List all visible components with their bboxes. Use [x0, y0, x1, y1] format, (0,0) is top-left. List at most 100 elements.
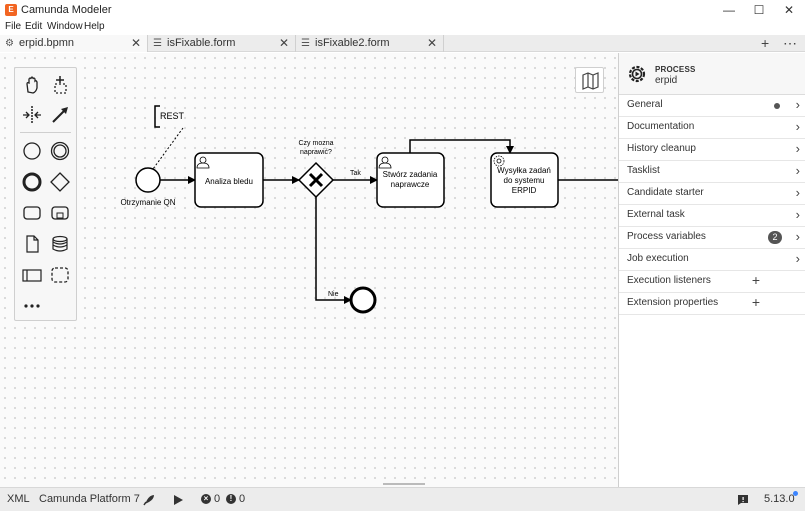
task-label: Stwórz zadania: [383, 170, 438, 179]
sequence-flow-no[interactable]: [315, 197, 352, 304]
end-event[interactable]: [349, 286, 377, 314]
group-general[interactable]: General ›: [619, 95, 805, 117]
annotation-association: [152, 127, 184, 170]
pool-icon[interactable]: [19, 262, 45, 288]
bpmn-diagram: REST Otrzymanie QN Analiza bledu Czy moz…: [120, 105, 618, 485]
group-candidate-starter[interactable]: Candidate starter ›: [619, 183, 805, 205]
group-label: Documentation: [627, 121, 695, 132]
user-task-icon: [378, 156, 392, 169]
add-extension-property-button[interactable]: +: [751, 294, 760, 310]
gear-icon: ⚙: [5, 38, 14, 49]
menu-file[interactable]: File: [5, 21, 22, 32]
start-event[interactable]: [135, 167, 161, 193]
chevron-right-icon: ›: [795, 97, 800, 112]
status-bar: XML Camunda Platform 7 × 0 ! 0 5.13.0: [0, 487, 805, 511]
flow-yes-label: Tak: [350, 170, 361, 177]
count-badge: 2: [768, 231, 782, 244]
menu-help[interactable]: Help: [84, 21, 105, 32]
text-annotation[interactable]: REST: [154, 105, 185, 128]
chevron-right-icon: ›: [795, 163, 800, 178]
menu-window[interactable]: Window: [47, 21, 83, 32]
group-process-variables[interactable]: Process variables 2 ›: [619, 227, 805, 249]
tab-bar: ⚙ erpid.bpmn ✕ ☰ isFixable.form ✕ ☰ isFi…: [0, 35, 805, 52]
lasso-tool-icon[interactable]: [47, 72, 73, 98]
group-documentation[interactable]: Documentation ›: [619, 117, 805, 139]
group-label: Process variables: [627, 231, 706, 242]
element-name: erpid: [655, 75, 678, 86]
start-instance-play-icon[interactable]: [172, 494, 184, 506]
group-tasklist[interactable]: Tasklist ›: [619, 161, 805, 183]
tab-label: isFixable2.form: [315, 37, 390, 49]
tab-isfixable-form[interactable]: ☰ isFixable.form ✕: [148, 35, 296, 52]
xml-toggle[interactable]: XML: [7, 493, 30, 505]
group-history-cleanup[interactable]: History cleanup ›: [619, 139, 805, 161]
platform-selector[interactable]: Camunda Platform 7: [39, 493, 140, 505]
update-dot: [793, 491, 798, 496]
group-label: Extension properties: [627, 297, 719, 308]
group-icon[interactable]: [47, 262, 73, 288]
gateway-icon[interactable]: [47, 169, 73, 195]
task-stworz-zadania[interactable]: Stwórz zadania naprawcze: [376, 152, 445, 208]
minimap-toggle-button[interactable]: [575, 67, 604, 93]
sequence-flow[interactable]: [409, 139, 514, 154]
tab-isfixable2-form[interactable]: ☰ isFixable2.form ✕: [296, 35, 444, 52]
add-tab-button[interactable]: +: [761, 35, 770, 51]
feedback-icon[interactable]: [737, 494, 749, 506]
task-icon[interactable]: [19, 200, 45, 226]
menu-bar: File Edit Window Help: [0, 20, 805, 35]
chevron-right-icon: ›: [795, 141, 800, 156]
close-tab-icon[interactable]: ✕: [426, 36, 437, 50]
map-icon: [582, 72, 599, 90]
space-tool-icon[interactable]: [19, 102, 45, 128]
tab-erpid-bpmn[interactable]: ⚙ erpid.bpmn ✕: [0, 35, 148, 52]
palette-divider: [20, 132, 71, 133]
element-type: PROCESS: [655, 65, 696, 74]
start-event-icon[interactable]: [19, 138, 45, 164]
add-listener-button[interactable]: +: [751, 272, 760, 288]
group-label: Candidate starter: [627, 187, 704, 198]
close-tab-icon[interactable]: ✕: [130, 36, 141, 50]
gateway-label: Czy mozna: [298, 140, 333, 147]
deploy-rocket-icon[interactable]: [142, 493, 156, 507]
close-tab-icon[interactable]: ✕: [278, 36, 289, 50]
task-label: Analiza bledu: [205, 177, 253, 186]
group-label: External task: [627, 209, 685, 220]
group-extension-properties[interactable]: Extension properties +: [619, 293, 805, 315]
tab-label: isFixable.form: [167, 37, 236, 49]
group-label: General: [627, 99, 663, 110]
warning-icon[interactable]: !: [226, 494, 236, 504]
more-tools-icon[interactable]: [19, 293, 45, 319]
error-icon[interactable]: ×: [201, 494, 211, 504]
group-job-execution[interactable]: Job execution ›: [619, 249, 805, 271]
tab-label: erpid.bpmn: [19, 37, 75, 49]
gateway-label: naprawić?: [300, 149, 332, 156]
connect-tool-icon[interactable]: [47, 102, 73, 128]
data-object-icon[interactable]: [19, 231, 45, 257]
form-icon: ☰: [301, 38, 310, 49]
properties-header: PROCESS erpid: [619, 53, 805, 95]
hand-tool-icon[interactable]: [19, 72, 45, 98]
tab-overflow-button[interactable]: ⋯: [783, 35, 797, 51]
warning-count: 0: [239, 493, 246, 505]
subprocess-icon[interactable]: [47, 200, 73, 226]
task-analiza-bledu[interactable]: Analiza bledu: [194, 152, 264, 208]
group-execution-listeners[interactable]: Execution listeners +: [619, 271, 805, 293]
close-window-button[interactable]: ✕: [783, 3, 795, 17]
user-task-icon: [196, 156, 210, 169]
end-event-icon[interactable]: [19, 169, 45, 195]
maximize-button[interactable]: ☐: [753, 3, 765, 17]
properties-panel: PROCESS erpid General › Documentation › …: [618, 53, 805, 487]
form-icon: ☰: [153, 38, 162, 49]
group-label: History cleanup: [627, 143, 696, 154]
menu-edit[interactable]: Edit: [25, 21, 43, 32]
task-label: ERPID: [512, 186, 537, 195]
intermediate-event-icon[interactable]: [47, 138, 73, 164]
data-store-icon[interactable]: [47, 231, 73, 257]
diagram-canvas[interactable]: REST Otrzymanie QN Analiza bledu Czy moz…: [0, 53, 618, 487]
version-label[interactable]: 5.13.0: [764, 493, 795, 505]
task-wysylka-zadan[interactable]: Wysyłka zadań do systemu ERPID: [490, 152, 559, 208]
exclusive-gateway[interactable]: [297, 161, 335, 199]
group-external-task[interactable]: External task ›: [619, 205, 805, 227]
error-count: 0: [214, 493, 221, 505]
minimize-button[interactable]: —: [723, 3, 735, 17]
